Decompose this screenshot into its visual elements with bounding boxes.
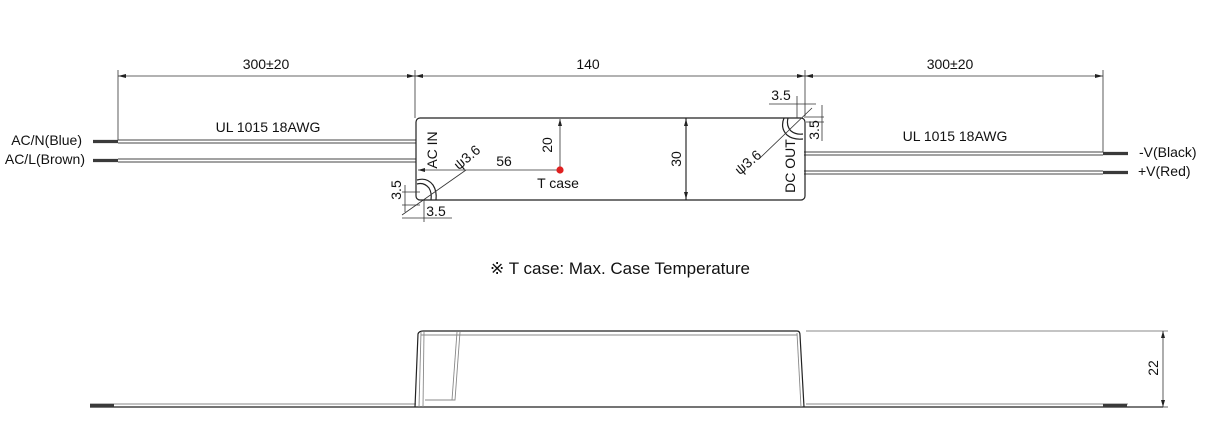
side-height-label: 22 xyxy=(1145,360,1161,376)
hole-offset-left-vertical: 3.5 xyxy=(388,180,404,200)
tcase-point-marker xyxy=(556,166,564,174)
hole-offset-left-horizontal: 3.5 xyxy=(426,203,446,219)
input-wires xyxy=(93,139,416,163)
body-length-label: 140 xyxy=(576,56,600,72)
mounting-slot-right xyxy=(759,96,824,159)
side-body-outline xyxy=(414,330,805,408)
mounting-slot-left xyxy=(401,169,467,222)
wire-label-ac-n: AC/N(Blue) xyxy=(11,132,82,148)
tcase-label: T case xyxy=(537,175,579,191)
case-body-outline xyxy=(415,117,806,201)
wire-label-pos-v: +V(Red) xyxy=(1138,163,1191,179)
left-lead-length-label: 300±20 xyxy=(243,56,290,72)
body-width-label: 30 xyxy=(668,151,684,167)
ac-in-label: AC IN xyxy=(424,131,440,168)
hole-offset-right-vertical: 3.5 xyxy=(806,120,822,140)
length-dimension-line xyxy=(117,70,1104,152)
tcase-dimension-lines xyxy=(418,119,688,199)
top-view: 300±20 140 300±20 UL 1015 18AWG AC/N(Blu… xyxy=(5,56,1197,222)
input-cable-spec: UL 1015 18AWG xyxy=(216,119,321,135)
hole-offset-right-horizontal: 3.5 xyxy=(771,87,791,103)
output-cable-spec: UL 1015 18AWG xyxy=(903,128,1008,144)
dc-out-label: DC OUT xyxy=(782,139,798,193)
tcase-note: ※ T case: Max. Case Temperature xyxy=(490,259,750,278)
tcase-offset-left: 56 xyxy=(496,153,512,169)
output-wires xyxy=(804,151,1128,175)
wire-label-neg-v: -V(Black) xyxy=(1139,144,1197,160)
right-lead-length-label: 300±20 xyxy=(927,56,974,72)
hole-diameter-right: ψ3.6 xyxy=(731,146,764,177)
side-view xyxy=(90,330,1168,408)
hole-diameter-left: ψ3.6 xyxy=(450,141,483,172)
tcase-offset-top: 20 xyxy=(539,137,555,153)
wire-label-ac-l: AC/L(Brown) xyxy=(5,151,85,167)
